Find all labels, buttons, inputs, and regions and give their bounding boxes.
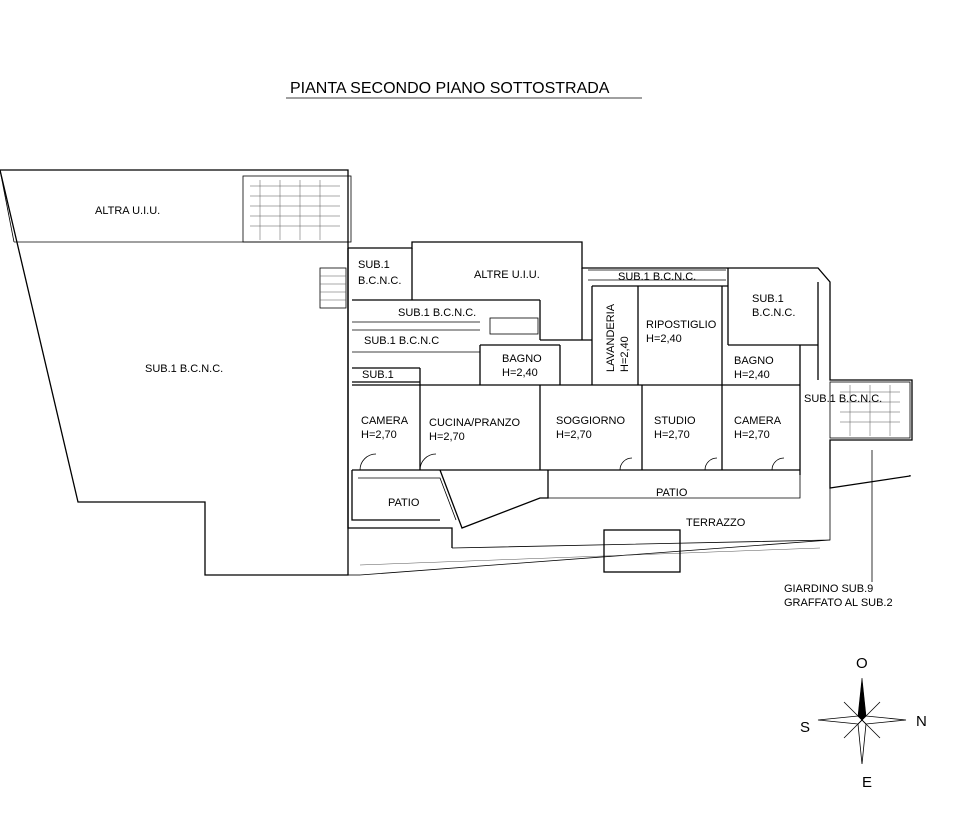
compass-north-arrow bbox=[857, 677, 867, 721]
label-bagno1-h: H=2,40 bbox=[502, 367, 538, 379]
label-patio2: PATIO bbox=[656, 487, 688, 499]
label-sub1-ne-a: SUB.1 bbox=[752, 293, 784, 305]
area-labels: ALTRA U.I.U. SUB.1 B.C.N.C. SUB.1 B.C.N.… bbox=[95, 205, 893, 609]
label-giardino-a: GIARDINO SUB.9 bbox=[784, 583, 873, 595]
plan-title: PIANTA SECONDO PIANO SOTTOSTRADA bbox=[290, 80, 610, 97]
label-terrazzo: TERRAZZO bbox=[686, 517, 746, 529]
label-studio-name: STUDIO bbox=[654, 415, 696, 427]
label-sub1-corridor-top: SUB.1 B.C.N.C. bbox=[618, 271, 696, 283]
west-wall bbox=[347, 248, 453, 548]
label-cucina-h: H=2,70 bbox=[429, 431, 465, 443]
label-ripostiglio-name: RIPOSTIGLIO bbox=[646, 319, 717, 331]
nw-stair-block bbox=[242, 175, 352, 243]
label-cucina-name: CUCINA/PRANZO bbox=[429, 417, 521, 429]
label-sub1-east: SUB.1 B.C.N.C. bbox=[804, 393, 882, 405]
label-camera2-h: H=2,70 bbox=[734, 429, 770, 441]
nw-stair-treads bbox=[250, 180, 340, 240]
label-altra-uiu: ALTRA U.I.U. bbox=[95, 205, 160, 217]
label-ripostiglio-h: H=2,40 bbox=[646, 333, 682, 345]
label-soggiorno-h: H=2,70 bbox=[556, 429, 592, 441]
door-swings bbox=[359, 453, 785, 471]
label-camera2-name: CAMERA bbox=[734, 415, 782, 427]
label-sub1-stair: SUB.1 B.C.N.C bbox=[364, 335, 439, 347]
label-soggiorno-name: SOGGIORNO bbox=[556, 415, 626, 427]
main-building-outline bbox=[348, 241, 913, 489]
label-giardino-b: GRAFFATO AL SUB.2 bbox=[784, 597, 893, 609]
label-lavanderia-name: LAVANDERIA bbox=[605, 303, 617, 372]
compass-west-arrow bbox=[817, 715, 863, 725]
label-altre-uiu: ALTRE U.I.U. bbox=[474, 269, 540, 281]
internal-walls bbox=[352, 248, 819, 475]
patio-terrace-walls bbox=[348, 469, 831, 576]
compass-rose: O N S E bbox=[800, 655, 927, 791]
west-area-outline bbox=[0, 169, 349, 576]
compass-label-right: N bbox=[916, 713, 927, 730]
compass-south-arrow bbox=[857, 719, 867, 765]
label-bagno2-name: BAGNO bbox=[734, 355, 774, 367]
compass-east-arrow bbox=[861, 715, 907, 725]
compass-label-left: S bbox=[800, 719, 810, 736]
label-patio1: PATIO bbox=[388, 497, 420, 509]
label-camera1-h: H=2,70 bbox=[361, 429, 397, 441]
label-sub1-small-b: B.C.N.C. bbox=[358, 275, 401, 287]
compass-label-top: O bbox=[856, 655, 868, 672]
east-stair bbox=[829, 381, 911, 439]
label-sub1-small-a: SUB.1 bbox=[358, 259, 390, 271]
label-sub1-corridor-mid: SUB.1 B.C.N.C. bbox=[398, 307, 476, 319]
label-sub1-west: SUB.1 B.C.N.C. bbox=[145, 363, 223, 375]
label-sub1-ne-b: B.C.N.C. bbox=[752, 307, 795, 319]
label-sub1-short: SUB.1 bbox=[362, 369, 394, 381]
label-camera1-name: CAMERA bbox=[361, 415, 409, 427]
west-small-stair bbox=[319, 267, 347, 309]
label-bagno2-h: H=2,40 bbox=[734, 369, 770, 381]
west-edge-line bbox=[0, 169, 15, 243]
label-studio-h: H=2,70 bbox=[654, 429, 690, 441]
compass-label-bottom: E bbox=[862, 774, 872, 791]
label-bagno1-name: BAGNO bbox=[502, 353, 542, 365]
label-lavanderia-h: H=2,40 bbox=[619, 336, 631, 372]
